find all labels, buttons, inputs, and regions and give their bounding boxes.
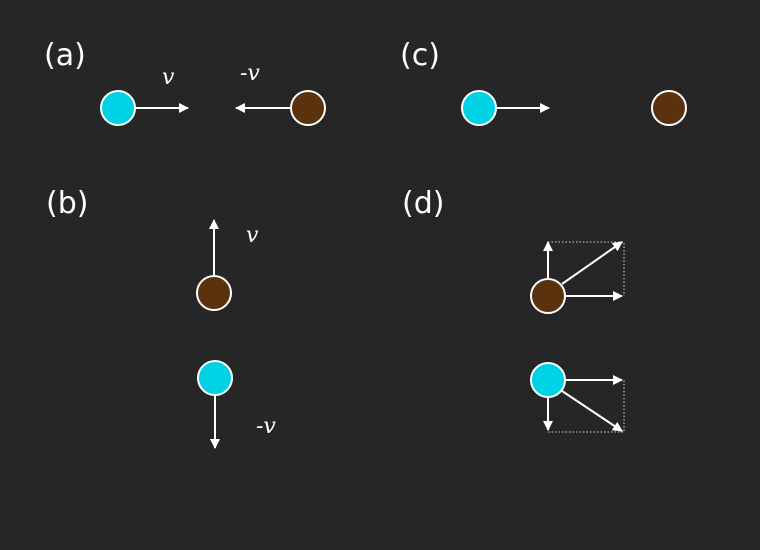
velocity-label-minus-v: -v: [256, 414, 276, 439]
particle-a-cyan: [100, 90, 136, 126]
panel-d-label: (d): [402, 186, 444, 221]
velocity-arrow-diagonal-up: [561, 241, 623, 285]
component-guide-lower: [548, 380, 625, 433]
panel-d: (d): [402, 186, 625, 433]
velocity-label-minus-v: -v: [240, 61, 260, 86]
particle-c-brown: [651, 90, 687, 126]
velocity-label-v: v: [246, 223, 259, 248]
particle-d-cyan: [530, 362, 566, 398]
particle-b-brown: [196, 275, 232, 311]
panel-c: (c): [400, 38, 687, 126]
particle-c-cyan: [461, 90, 497, 126]
panel-a: (a) v -v: [44, 38, 326, 126]
particle-b-cyan: [197, 360, 233, 396]
velocity-label-v: v: [162, 65, 175, 90]
panel-c-label: (c): [400, 38, 440, 73]
component-guide-upper: [548, 241, 625, 296]
particle-d-brown: [530, 278, 566, 314]
particle-a-brown: [290, 90, 326, 126]
velocity-arrow-diagonal-down: [561, 390, 623, 432]
panel-b: (b) v -v: [46, 186, 276, 449]
panel-b-label: (b): [46, 186, 88, 221]
panel-a-label: (a): [44, 38, 86, 73]
